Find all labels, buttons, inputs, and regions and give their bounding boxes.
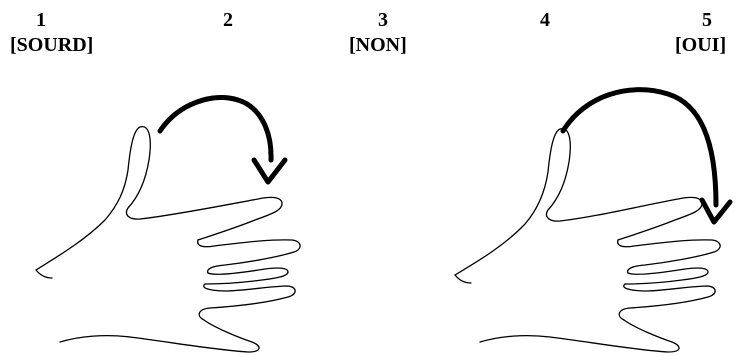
hand-with-arc-arrow-icon	[35, 95, 301, 353]
segment-number-3: 3	[378, 9, 388, 31]
segment-gloss-5: [OUI]	[675, 34, 727, 56]
segment-number-4: 4	[540, 9, 550, 31]
segment-gloss-3: [NON]	[349, 34, 407, 56]
segment-number-5: 5	[702, 9, 712, 31]
segment-number-1: 1	[36, 9, 46, 31]
segment-number-2: 2	[223, 9, 233, 31]
segment-gloss-1: [SOURD]	[10, 34, 94, 56]
hand-with-arc-arrow-icon	[454, 87, 733, 353]
